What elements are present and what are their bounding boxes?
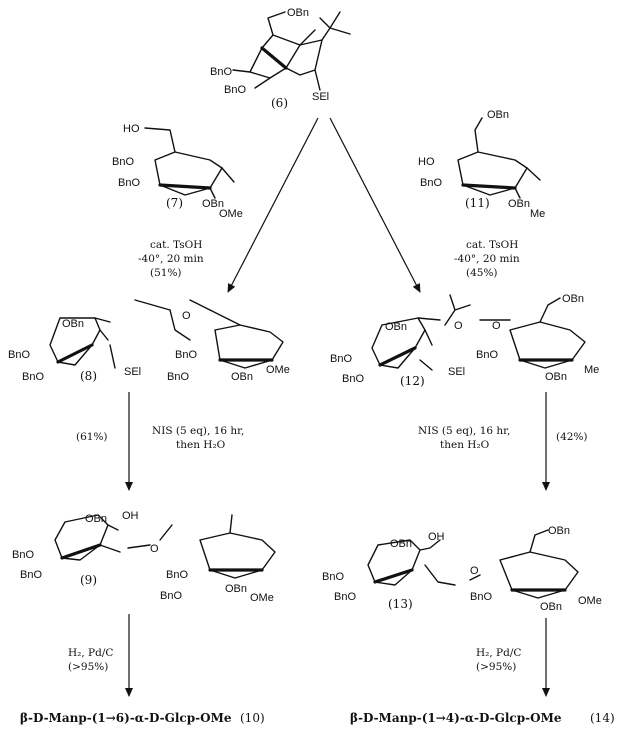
compound-12-me: Me xyxy=(584,364,599,376)
compound-7-structure xyxy=(144,127,235,199)
compound-13-bno-bottom: BnO xyxy=(334,591,356,603)
compound-8-label: (8) xyxy=(80,369,97,383)
compound-13-o-link: O xyxy=(470,565,479,577)
compound-9-obn: OBn xyxy=(85,513,107,525)
left-step1-yield: (51%) xyxy=(150,267,182,279)
compound-9-structure xyxy=(54,514,276,579)
compound-12-set: SEl xyxy=(448,366,465,378)
compound-7-label: (7) xyxy=(166,196,183,210)
compound-8-bno-right-top: BnO xyxy=(175,349,197,361)
left-step2-workup: then H₂O xyxy=(176,439,226,451)
compound-8-ome: OMe xyxy=(266,364,290,376)
product-10-number: (10) xyxy=(240,711,265,725)
compound-12-bno-bottom: BnO xyxy=(342,373,364,385)
arrow-6-to-8 xyxy=(227,117,319,293)
right-step2-workup: then H₂O xyxy=(440,439,490,451)
compound-6-obn: OBn xyxy=(287,7,309,19)
compound-13-ome: OMe xyxy=(578,595,602,607)
compound-8-bno-left-top: BnO xyxy=(8,349,30,361)
compound-11-me: Me xyxy=(530,208,545,220)
compound-9-obn-right: OBn xyxy=(225,583,247,595)
compound-6-structure xyxy=(232,11,351,91)
compound-12-obn-left: OBn xyxy=(385,321,407,333)
compound-7-bno-bottom: BnO xyxy=(118,177,140,189)
compound-12-obn-right: OBn xyxy=(545,371,567,383)
compound-11-obn-lower: OBn xyxy=(508,198,530,210)
compound-7-ho: HO xyxy=(123,123,140,135)
product-14-number: (14) xyxy=(590,711,615,725)
compound-6-bno-bottom: BnO xyxy=(224,84,246,96)
compound-12-o-left: O xyxy=(454,320,463,332)
right-step1-temp: -40°, 20 min xyxy=(454,253,520,265)
compound-8-set: SEl xyxy=(124,366,141,378)
compound-9-oh: OH xyxy=(122,510,139,522)
compound-13-obn-left: OBn xyxy=(390,538,412,550)
compound-8-bno-left-bottom: BnO xyxy=(22,371,44,383)
left-step1-temp: -40°, 20 min xyxy=(138,253,204,265)
right-step2-reagent: NIS (5 eq), 16 hr, xyxy=(418,425,510,437)
compound-9-bno-right-top: BnO xyxy=(166,569,188,581)
compound-13-obn-top: OBn xyxy=(548,525,570,537)
compound-12-structure xyxy=(371,294,586,371)
compound-13-label: (13) xyxy=(388,597,413,611)
compound-7-bno-top: BnO xyxy=(112,156,134,168)
compound-9-bno-bottom: BnO xyxy=(20,569,42,581)
compound-13-bno-right: BnO xyxy=(470,591,492,603)
arrow-6-to-12 xyxy=(329,117,421,293)
left-step3-yield: (>95%) xyxy=(68,661,108,673)
compound-11-structure xyxy=(457,117,541,199)
product-10-name: β-D-Manp-(1→6)-α-D-Glcp-OMe xyxy=(20,711,232,725)
right-step1-reagent: cat. TsOH xyxy=(466,239,518,251)
compound-6-bno-top: BnO xyxy=(210,66,232,78)
right-step2-yield: (42%) xyxy=(556,431,588,443)
compound-12-obn-top: OBn xyxy=(562,293,584,305)
right-step3-yield: (>95%) xyxy=(476,661,516,673)
compound-9-bno-right-bottom: BnO xyxy=(160,590,182,602)
compound-6-set: SEl xyxy=(312,91,329,103)
compound-8-obn-right: OBn xyxy=(231,371,253,383)
compound-13-oh: OH xyxy=(428,531,445,543)
compound-12-bno-top: BnO xyxy=(330,353,352,365)
compound-11-obn: OBn xyxy=(487,109,509,121)
compound-9-o-link: O xyxy=(150,543,159,555)
compound-9-ome: OMe xyxy=(250,592,274,604)
compound-6-label: (6) xyxy=(271,96,288,110)
compound-13-structure xyxy=(367,529,579,599)
left-step3-reagent: H₂, Pd/C xyxy=(68,647,113,659)
compound-8-o-link: O xyxy=(182,310,191,322)
compound-7-ome: OMe xyxy=(219,208,243,220)
compound-8-bno-right-bottom: BnO xyxy=(167,371,189,383)
compound-8-obn: OBn xyxy=(62,318,84,330)
right-step1-yield: (45%) xyxy=(466,267,498,279)
right-step3-reagent: H₂, Pd/C xyxy=(476,647,521,659)
product-14-name: β-D-Manp-(1→4)-α-D-Glcp-OMe xyxy=(350,711,562,725)
compound-12-label: (12) xyxy=(400,374,425,388)
compound-9-bno-top: BnO xyxy=(12,549,34,561)
compound-7-obn: OBn xyxy=(202,198,224,210)
compound-13-obn-right: OBn xyxy=(540,601,562,613)
compound-9-label: (9) xyxy=(80,573,97,587)
compound-11-ho: HO xyxy=(418,156,435,168)
compound-12-o-right: O xyxy=(492,320,501,332)
compound-8-structure xyxy=(49,299,284,369)
compound-11-bno: BnO xyxy=(420,177,442,189)
left-step2-yield: (61%) xyxy=(76,431,108,443)
left-step2-reagent: NIS (5 eq), 16 hr, xyxy=(152,425,244,437)
compound-11-label: (11) xyxy=(465,196,490,210)
compound-13-bno-top: BnO xyxy=(322,571,344,583)
compound-12-bno-right: BnO xyxy=(476,349,498,361)
left-step1-reagent: cat. TsOH xyxy=(150,239,202,251)
